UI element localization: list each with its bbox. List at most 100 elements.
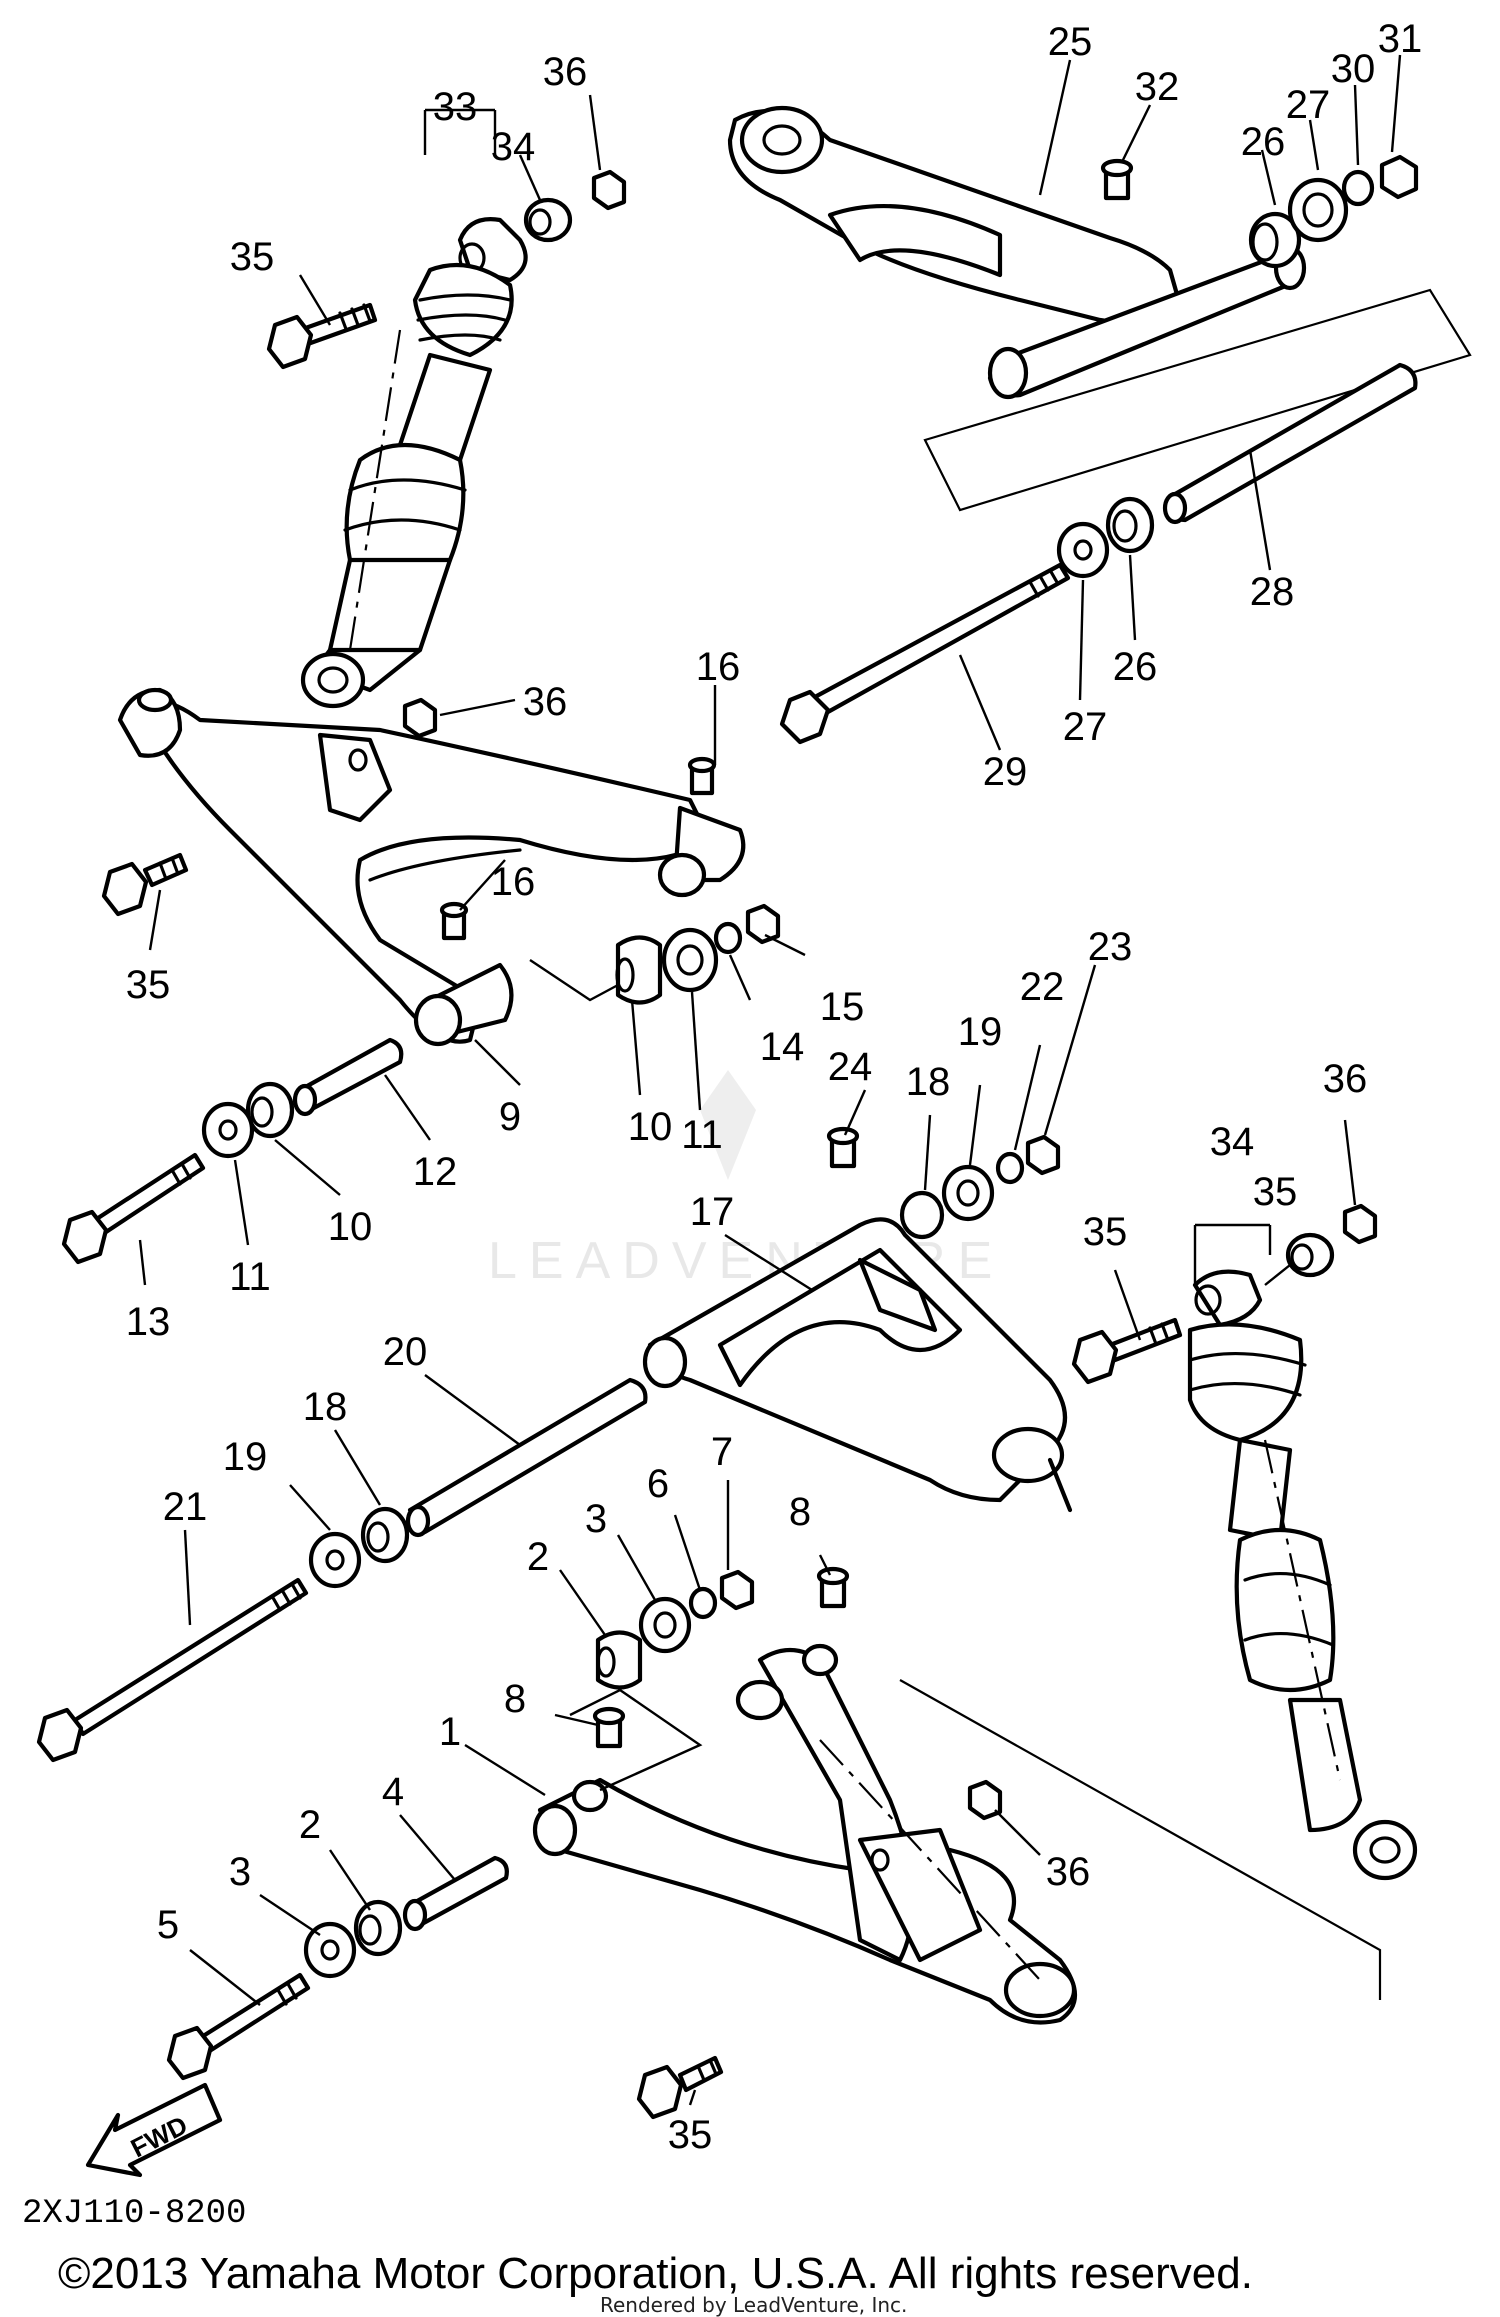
callout-34: 35 — [1253, 1170, 1298, 1214]
part-code: 2XJ110-8200 — [22, 2195, 246, 2233]
callout-3: 3 — [585, 1497, 607, 1541]
callout-28: 28 — [1250, 570, 1295, 614]
sleeve-12 — [292, 1037, 404, 1117]
shock-absorber-33-right — [1187, 1269, 1418, 1881]
callout-35: 35 — [230, 235, 275, 279]
washer-6 — [688, 1586, 718, 1620]
callout-20: 20 — [383, 1330, 428, 1374]
nut-36-mid — [402, 697, 438, 739]
washer-27-mid — [1056, 521, 1110, 579]
grease-nipple-8-right — [816, 1566, 850, 1609]
callout-21: 21 — [163, 1485, 208, 1529]
nut-23 — [1025, 1134, 1061, 1176]
callout-8: 8 — [504, 1677, 526, 1721]
callout-36: 36 — [1046, 1850, 1091, 1894]
leader-lines — [138, 54, 1402, 2106]
callout-12: 12 — [413, 1150, 458, 1194]
callout-9: 9 — [499, 1095, 521, 1139]
callout-2: 2 — [527, 1535, 549, 1579]
washer-27-top — [1287, 177, 1349, 243]
callout-13: 13 — [126, 1300, 171, 1344]
assembly-plane — [923, 288, 1472, 512]
callout-2: 2 — [299, 1803, 321, 1847]
callout-25: 25 — [1048, 20, 1093, 64]
grease-nipple-32 — [1100, 158, 1134, 201]
callout-35: 35 — [668, 2113, 713, 2157]
rendered-by-text: Rendered by LeadVenture, Inc. — [600, 2293, 907, 2317]
bushing-2-right — [595, 1630, 643, 1690]
callout-23: 23 — [1088, 925, 1133, 969]
bushing-2-left — [353, 1899, 403, 1957]
callout-18: 18 — [906, 1060, 951, 1104]
sleeve-4 — [402, 1855, 509, 1932]
bushing-18-right — [899, 1190, 945, 1240]
callout-22: 22 — [1020, 965, 1065, 1009]
callout-10: 10 — [628, 1105, 673, 1149]
washer-3-left — [303, 1921, 357, 1979]
upper-a-arm-9 — [117, 687, 746, 1047]
dash-lower — [819, 1739, 1041, 1981]
callout-33: 33 — [433, 85, 478, 129]
callout-16: 16 — [696, 645, 741, 689]
grease-nipple-24 — [826, 1126, 860, 1169]
callout-34: 34 — [491, 125, 536, 169]
callout-3: 3 — [229, 1850, 251, 1894]
callout-36: 36 — [523, 680, 568, 724]
callout-24: 24 — [828, 1045, 873, 1089]
callout-36: 36 — [543, 50, 588, 94]
callout-5: 5 — [157, 1903, 179, 1947]
bolt-5 — [166, 1972, 311, 2081]
shock-absorber-33-left — [300, 217, 528, 709]
bushing-26-top — [1248, 211, 1302, 269]
bushing-34-right — [1285, 1232, 1335, 1278]
callout-36: 36 — [1323, 1057, 1368, 1101]
washer-30 — [1341, 169, 1375, 207]
bushing-18-left — [360, 1506, 410, 1564]
washer-11-left — [201, 1101, 255, 1159]
bushing-10-right — [615, 935, 663, 1005]
copyright-text: ©2013 Yamaha Motor Corporation, U.S.A. A… — [58, 2249, 1253, 2298]
nut-31 — [1379, 154, 1419, 200]
callout-33: 34 — [1210, 1120, 1255, 1164]
callout-16: 16 — [491, 860, 536, 904]
callout-35: 35 — [126, 963, 171, 1007]
nut-36-left-top — [591, 169, 627, 211]
washer-14 — [713, 921, 743, 955]
callout-27: 27 — [1286, 83, 1331, 127]
callout-30: 30 — [1331, 47, 1376, 91]
callout-1: 1 — [439, 1710, 461, 1754]
callout-labels: 33 36 34 35 25 32 26 27 30 31 28 26 27 2… — [126, 17, 1423, 2157]
callout-35: 35 — [1083, 1210, 1128, 1254]
callout-29: 29 — [983, 750, 1028, 794]
callout-18: 18 — [303, 1385, 348, 1429]
assembly-line-lower — [899, 1679, 1382, 2000]
washer-19-left — [308, 1531, 362, 1589]
lower-a-arm-1 — [532, 1643, 1077, 2025]
nut-15 — [745, 903, 781, 945]
bolt-35-right — [1071, 1317, 1183, 1385]
callout-7: 7 — [711, 1430, 733, 1474]
callout-19: 19 — [223, 1435, 268, 1479]
callout-17: 17 — [690, 1190, 735, 1234]
grease-nipple-16-top — [687, 756, 717, 796]
bolt-35-lower — [636, 2055, 724, 2120]
bolt-35-left-top — [266, 302, 378, 370]
bolt-21 — [36, 1577, 309, 1763]
callout-15: 15 — [820, 985, 865, 1029]
callout-4: 4 — [382, 1770, 404, 1814]
washer-22 — [995, 1151, 1025, 1185]
callout-31: 31 — [1378, 17, 1423, 61]
callout-26: 26 — [1113, 645, 1158, 689]
watermark-logo — [700, 1070, 756, 1180]
bushing-10-left — [245, 1081, 295, 1139]
callout-6: 6 — [647, 1462, 669, 1506]
sleeve-28 — [1162, 362, 1418, 525]
washer-11-right — [661, 927, 719, 993]
grease-nipple-16-mid — [439, 901, 469, 941]
nut-7 — [719, 1569, 755, 1611]
washer-3-right — [638, 1596, 692, 1654]
callout-11: 11 — [681, 1113, 723, 1157]
callout-19: 19 — [958, 1010, 1003, 1054]
callout-14: 14 — [760, 1025, 805, 1069]
